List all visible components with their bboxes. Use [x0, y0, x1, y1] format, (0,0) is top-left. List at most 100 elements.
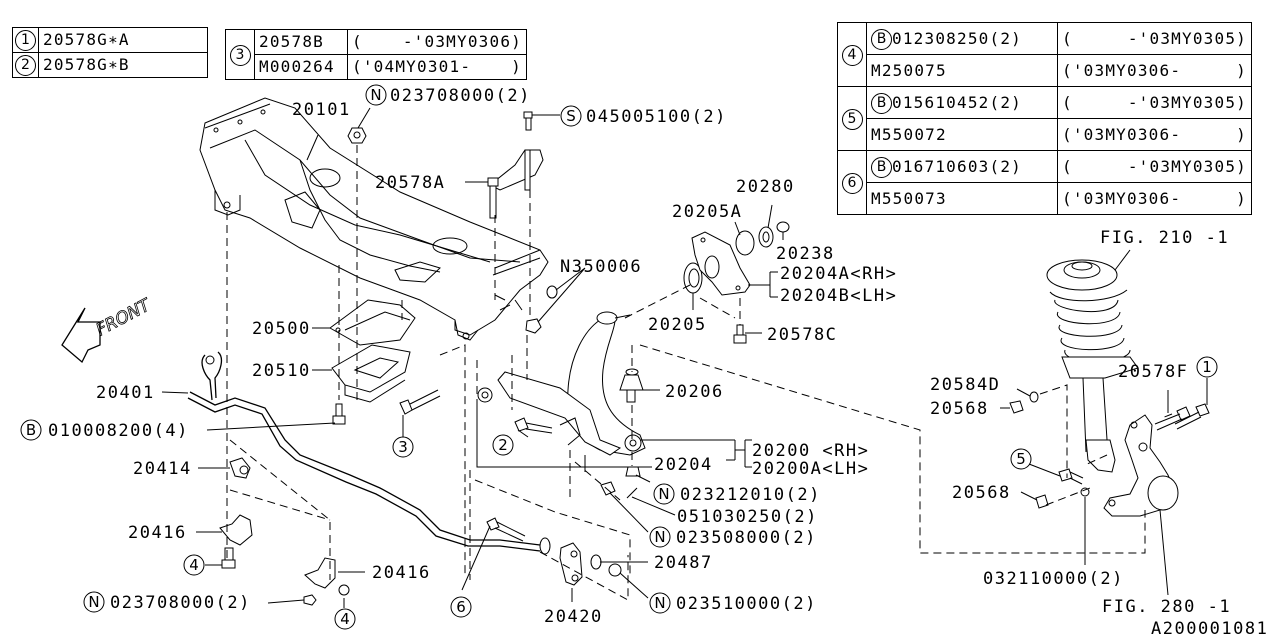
label-20578a[interactable]: 20578A [375, 173, 445, 193]
bracket-20578a-part[interactable] [487, 149, 544, 219]
part-number[interactable]: 20578B [254, 29, 348, 55]
plate-20510-part[interactable] [331, 344, 411, 403]
label-bolt-010008200[interactable]: 010008200(4) [48, 421, 189, 441]
bolt-b-010008200[interactable] [332, 403, 346, 425]
bolt-callout-5-part[interactable] [1058, 468, 1084, 485]
label-n350006[interactable]: N350006 [560, 257, 642, 277]
label-20416-right[interactable]: 20416 [372, 563, 431, 583]
label-032110000[interactable]: 032110000(2) [983, 569, 1124, 589]
nut-023708000-bottom[interactable] [303, 594, 317, 606]
callout-4-right[interactable]: 4 [334, 608, 356, 630]
knuckle-fig-280[interactable] [1103, 414, 1179, 517]
clip-032110000-part[interactable] [1080, 487, 1090, 497]
front-direction-indicator: FRONT [61, 294, 155, 364]
nut-023212010-part[interactable] [625, 466, 641, 477]
label-20205a[interactable]: 20205A [672, 202, 742, 222]
strut-assembly-fig-210[interactable] [1046, 259, 1139, 473]
bolt-20578c-part[interactable] [733, 324, 747, 344]
part-number[interactable]: 20578G∗A [38, 27, 208, 53]
callout-3[interactable]: 3 [392, 436, 414, 458]
label-20416-left[interactable]: 20416 [128, 523, 187, 543]
label-20204b-lh[interactable]: 20204B<LH> [780, 286, 897, 306]
clamp-20416-left[interactable] [219, 514, 253, 546]
label-20204[interactable]: 20204 [654, 455, 713, 475]
label-nut-023708000-bottom[interactable]: 023708000(2) [110, 593, 251, 613]
lower-control-arm-part[interactable] [477, 311, 646, 456]
bolt-b-callout-4-left[interactable] [221, 547, 236, 569]
washer-20487-part[interactable] [590, 554, 602, 570]
model-year-range: (-'03MY0305) [1057, 150, 1252, 183]
label-fig-210-1[interactable]: FIG. 210 -1 [1100, 228, 1229, 248]
label-20204a-rh[interactable]: 20204A<RH> [780, 264, 897, 284]
label-20578c[interactable]: 20578C [767, 325, 837, 345]
label-bolt-045005100[interactable]: 045005100(2) [586, 107, 727, 127]
label-20584d[interactable]: 20584D [930, 375, 1000, 395]
bushing-20205a-part[interactable] [735, 230, 755, 256]
clamp-20416-right[interactable] [304, 557, 336, 589]
label-20568-lower[interactable]: 20568 [952, 483, 1011, 503]
svg-text:1: 1 [1202, 358, 1212, 376]
bushing-link-part[interactable] [539, 537, 551, 555]
label-20578f[interactable]: 20578F [1118, 362, 1188, 382]
label-20420[interactable]: 20420 [544, 607, 603, 627]
bolt-20578f-part[interactable] [1154, 406, 1191, 431]
washer-20584d-part[interactable] [1029, 391, 1039, 403]
bolt-callout-6-part[interactable] [486, 517, 526, 542]
nut-20238-part[interactable] [776, 221, 790, 233]
callout-5[interactable]: 5 [1010, 448, 1032, 470]
label-nut-023508000[interactable]: 023508000(2) [676, 528, 817, 548]
label-20568-upper[interactable]: 20568 [930, 399, 989, 419]
callout-1[interactable]: 1 [1196, 356, 1218, 378]
label-20238[interactable]: 20238 [776, 244, 835, 264]
part-number[interactable]: M550072 [866, 118, 1058, 151]
label-20206[interactable]: 20206 [665, 382, 724, 402]
label-20101[interactable]: 20101 [292, 100, 351, 120]
bolt-callout-2-part[interactable] [514, 417, 553, 434]
label-nut-023212010[interactable]: 023212010(2) [680, 485, 821, 505]
callout-6[interactable]: 6 [450, 596, 472, 618]
subframe-part[interactable] [199, 97, 549, 341]
label-20500[interactable]: 20500 [252, 319, 311, 339]
nut-20568-lower-part[interactable] [1035, 494, 1049, 509]
bolt-045005100[interactable] [523, 111, 533, 131]
link-20420-part[interactable] [559, 542, 583, 586]
bushing-20414-part[interactable] [229, 457, 251, 479]
nut-023708000-top[interactable] [347, 127, 367, 144]
label-fig-280-1[interactable]: FIG. 280 -1 [1102, 597, 1231, 617]
bolt-prefix-marker: B [871, 92, 892, 114]
callout-4-left[interactable]: 4 [183, 554, 205, 576]
nut-023510000-part[interactable] [608, 563, 622, 577]
table-row: 3 20578B (-'03MY0306) [225, 29, 527, 80]
label-20401[interactable]: 20401 [96, 383, 155, 403]
washer-20280-part[interactable] [758, 226, 774, 248]
label-nut-023708000-top[interactable]: 023708000(2) [390, 86, 531, 106]
nut-023508000-part[interactable] [600, 481, 616, 496]
label-nut-023510000[interactable]: 023510000(2) [676, 594, 817, 614]
label-20414[interactable]: 20414 [133, 459, 192, 479]
pin-051030250-part[interactable] [626, 487, 638, 499]
nut-20568-upper-part[interactable] [1009, 400, 1024, 414]
plate-20500-part[interactable] [329, 299, 416, 346]
nuts-n350006-part[interactable] [525, 285, 558, 334]
part-number[interactable]: M000264 [254, 54, 348, 80]
label-20200a-lh[interactable]: 20200A<LH> [752, 459, 869, 479]
label-20200-rh[interactable]: 20200 <RH> [752, 441, 869, 461]
callout-2[interactable]: 2 [492, 434, 514, 456]
bolt-b-callout-4-right[interactable] [338, 584, 350, 596]
label-20487[interactable]: 20487 [654, 553, 713, 573]
ball-joint-20206-part[interactable] [619, 368, 644, 403]
label-20280[interactable]: 20280 [736, 177, 795, 197]
n-prefix-marker: N [649, 592, 671, 614]
label-20205[interactable]: 20205 [648, 315, 707, 335]
bolt-callout-3[interactable] [399, 389, 441, 415]
part-number[interactable]: 20578G∗B [38, 52, 208, 78]
bolt-callout-1-part[interactable] [1174, 403, 1210, 430]
bracket-20204-part[interactable] [691, 231, 751, 296]
part-number[interactable]: M550073 [866, 182, 1058, 215]
ref-table-1-2: 1 20578G∗A 2 20578G∗B [12, 27, 208, 78]
label-20510[interactable]: 20510 [252, 361, 311, 381]
label-pin-051030250[interactable]: 051030250(2) [677, 507, 818, 527]
